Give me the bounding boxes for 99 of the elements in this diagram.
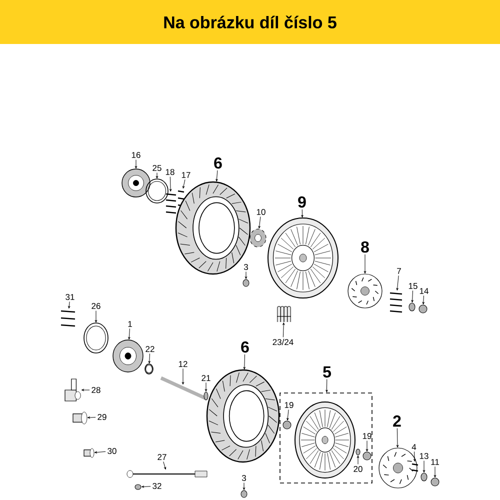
small-part <box>356 448 360 456</box>
callout-number: 32 <box>152 483 162 489</box>
callout-number: 30 <box>108 448 116 454</box>
arrow <box>216 170 218 182</box>
arrow <box>170 176 172 192</box>
arrow <box>434 466 436 478</box>
arrow <box>88 416 96 419</box>
part-drawing <box>412 463 418 472</box>
arrow <box>366 440 368 452</box>
small-part <box>418 304 428 314</box>
callout-number: 3 <box>242 475 246 481</box>
arrow <box>135 159 137 168</box>
small-part <box>134 484 142 490</box>
arrow <box>142 486 151 488</box>
callout-number: 4 <box>412 444 416 450</box>
part-number: 5 <box>323 366 331 378</box>
callout-number: 26 <box>92 303 100 309</box>
callout-number: 16 <box>132 152 140 158</box>
arrow <box>68 301 70 308</box>
small-part <box>420 472 428 482</box>
arrow <box>94 451 106 454</box>
arrow <box>182 368 184 384</box>
part-drawing <box>84 322 108 354</box>
arrow <box>163 461 166 470</box>
part-number: 6 <box>214 157 222 169</box>
callout-number: 7 <box>397 268 401 274</box>
arrow <box>301 209 304 218</box>
callout-number: 25 <box>152 165 162 171</box>
callout-number: 17 <box>182 172 190 178</box>
callout-number: 20 <box>354 466 362 472</box>
arrow <box>411 290 414 302</box>
part-number: 9 <box>298 196 306 208</box>
bushing <box>84 448 94 458</box>
arrow <box>82 389 90 391</box>
arrow <box>357 456 359 465</box>
part-drawing <box>390 292 402 313</box>
callout-number: 23/24 <box>272 338 294 346</box>
small-part <box>204 392 208 400</box>
small-part <box>430 478 440 486</box>
arrow <box>148 353 150 364</box>
part-drawing <box>166 193 176 214</box>
arrow <box>286 409 289 420</box>
dashed-frame <box>280 392 372 484</box>
title-banner: Na obrázku díl číslo 5 <box>0 0 500 44</box>
callout-number: 3 <box>244 264 248 270</box>
part-drawing <box>175 181 251 275</box>
callout-number: 19 <box>362 433 372 439</box>
small-part <box>242 279 250 287</box>
arrow <box>258 216 261 228</box>
callout-number: 29 <box>98 414 106 420</box>
part-drawing <box>126 470 208 478</box>
arrow <box>282 322 285 338</box>
part-drawing <box>112 340 144 372</box>
small-part <box>240 490 248 498</box>
arrow <box>95 310 97 322</box>
arrow <box>364 254 366 274</box>
arrow <box>414 451 416 462</box>
callout-number: 10 <box>256 209 266 215</box>
arrow <box>422 295 424 304</box>
part-number: 2 <box>393 415 401 427</box>
callout-number: 28 <box>92 387 100 393</box>
part-drawing <box>348 274 382 308</box>
part-drawing <box>146 178 168 204</box>
arrow <box>205 382 207 392</box>
part-number: 6 <box>241 341 249 353</box>
callout-number: 21 <box>202 375 210 381</box>
arrow <box>396 275 399 290</box>
callout-number: 11 <box>431 459 439 465</box>
small-part <box>362 452 372 460</box>
bushing <box>72 412 88 424</box>
part-drawing <box>64 378 81 402</box>
part-drawing <box>250 228 266 248</box>
small-part <box>282 420 292 430</box>
part-drawing <box>60 310 76 327</box>
small-part <box>408 302 416 312</box>
callout-number: 22 <box>146 346 154 352</box>
arrow <box>396 428 398 448</box>
callout-number: 18 <box>166 169 174 175</box>
callout-number: 14 <box>420 288 428 294</box>
part-drawing <box>144 364 154 374</box>
callout-number: 31 <box>66 294 74 300</box>
callout-number: 15 <box>408 283 418 289</box>
callout-number: 1 <box>128 321 132 327</box>
arrow <box>182 179 186 188</box>
part-number: 8 <box>361 241 369 253</box>
callout-number: 19 <box>284 402 294 408</box>
callout-number: 12 <box>178 361 188 367</box>
arrow <box>156 172 158 178</box>
arrow <box>326 379 328 392</box>
callout-number: 27 <box>158 454 166 460</box>
arrow <box>245 271 247 279</box>
part-drawing <box>122 168 150 198</box>
callout-number: 13 <box>420 453 428 459</box>
arrow <box>243 354 246 370</box>
arrow <box>128 328 130 340</box>
part-drawing <box>268 218 338 298</box>
arrow <box>243 482 245 490</box>
arrow <box>423 460 425 472</box>
part-drawing <box>276 306 292 322</box>
